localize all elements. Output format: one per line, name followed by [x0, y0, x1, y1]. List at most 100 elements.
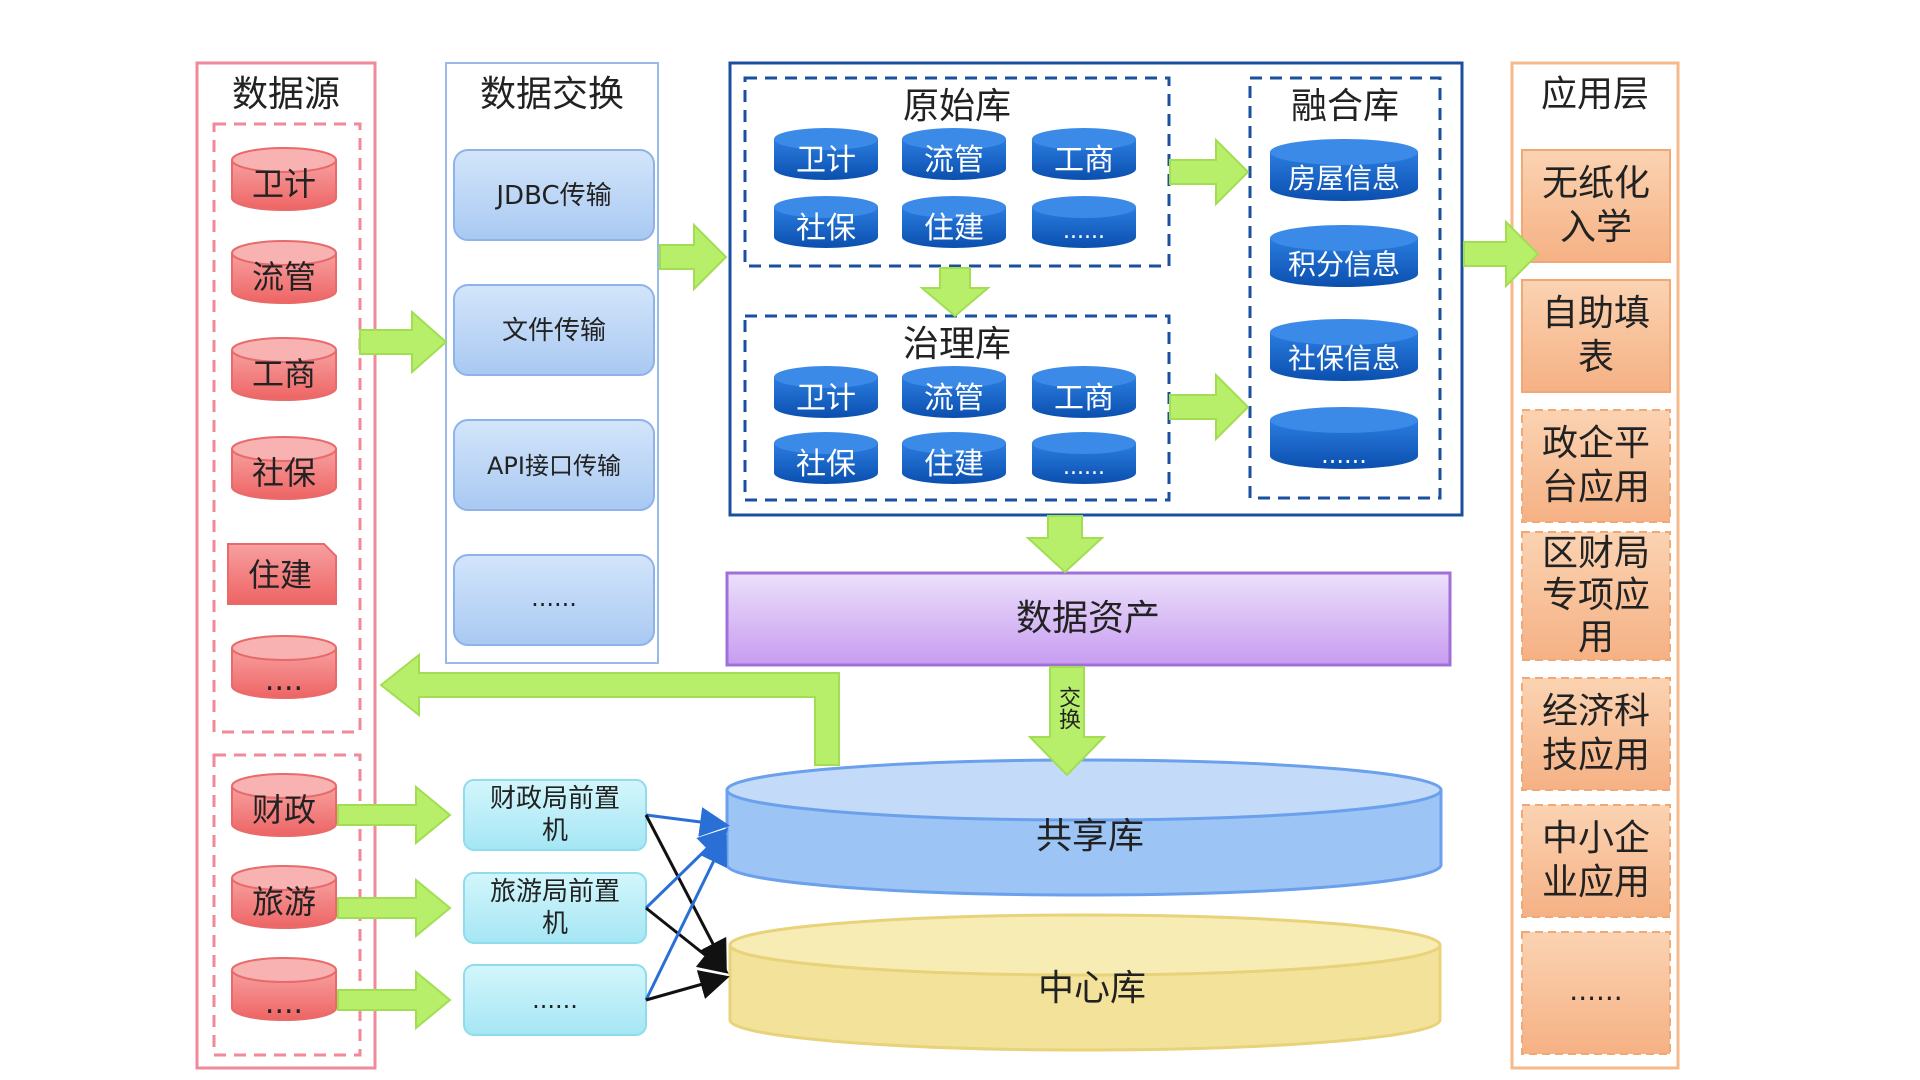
exchange-box [453, 149, 655, 241]
exchange-box [453, 284, 655, 376]
application-label: 区财局专项应用 [1541, 533, 1650, 658]
front-machine-label: 旅游局前置机 [489, 877, 620, 939]
source-cylinder: 旅游 [231, 865, 337, 929]
governance-db-cylinders: 卫计 流管 工商 社保 住建 ...... [774, 366, 1136, 484]
db-label: 房屋信息 [1288, 162, 1400, 195]
exchange-text: 交换 [1055, 686, 1080, 730]
application-label: 无纸化入学 [1541, 163, 1650, 248]
exchange-box [453, 554, 655, 646]
db-label: ...... [1321, 441, 1367, 469]
source-cylinder: 流管 [231, 240, 337, 304]
arrow-right [337, 877, 452, 939]
db-cylinder: 社保 [774, 196, 878, 248]
db-label: ...... [1063, 219, 1105, 244]
shared-db-cylinder: 共享库 [725, 758, 1443, 897]
data-exchange-title: 数据交换 [480, 74, 624, 115]
db-cylinder: 住建 [902, 196, 1006, 248]
shared-db-label: 共享库 [1036, 816, 1144, 857]
db-cylinder: 房屋信息 [1270, 139, 1418, 201]
db-label: 住建 [924, 211, 984, 246]
db-cylinder: 社保信息 [1270, 319, 1418, 381]
source-label: 卫计 [252, 165, 316, 203]
front-machine-label: 财政局前置机 [489, 784, 620, 846]
application-label: 经济科技应用 [1541, 691, 1650, 776]
application-box [1521, 149, 1671, 263]
application-box [1521, 409, 1671, 523]
db-cylinder: ...... [1270, 407, 1418, 469]
exchange-arrow-label: 交换 [1055, 686, 1080, 730]
central-db-label: 中心库 [1038, 968, 1146, 1009]
application-box [1521, 531, 1671, 661]
application-box [1521, 677, 1671, 791]
original-db-cylinders: 卫计 流管 工商 社保 住建 ...... [774, 128, 1136, 248]
arrow-right [1169, 372, 1250, 442]
db-cylinder: 积分信息 [1270, 225, 1418, 287]
source-label: 工商 [252, 355, 316, 393]
arrow-right [337, 784, 452, 846]
db-label: 流管 [924, 143, 984, 178]
governance-db-title: 治理库 [903, 324, 1011, 365]
source-label: 社保 [252, 454, 316, 492]
application-label: 中小企业应用 [1541, 818, 1650, 903]
db-label: 住建 [924, 447, 984, 482]
data-assets-bar: 数据资产 [725, 571, 1452, 667]
arrow-left [379, 652, 840, 766]
db-cylinder: 工商 [1032, 366, 1136, 418]
source-label: 住建 [248, 556, 312, 594]
original-db-title: 原始库 [903, 86, 1011, 127]
source-label: .... [265, 986, 303, 1021]
arrow-right [1463, 219, 1540, 289]
arrow-right [659, 222, 728, 292]
application-box [1521, 279, 1671, 393]
front-machine-label: ...... [532, 986, 578, 1014]
db-label: 卫计 [796, 143, 856, 178]
data-source-column: 数据源 卫计 流管 工商 社保 住建 .. [195, 61, 377, 1070]
db-cylinder: ...... [1032, 432, 1136, 484]
source-label: .... [265, 663, 303, 698]
db-label: 社保 [796, 447, 856, 482]
source-cylinder: 社保 [231, 436, 337, 500]
db-label: 工商 [1054, 381, 1114, 416]
connector-lines [644, 807, 730, 1002]
application-column: 应用层 无纸化入学 自助填表 政企平台应用 区财局专项应用 经济科技应用 中小企… [1510, 61, 1680, 1070]
db-label: ...... [1063, 455, 1105, 480]
source-cylinder: 卫计 [231, 147, 337, 211]
db-cylinder: 卫计 [774, 366, 878, 418]
db-cylinder: 社保 [774, 432, 878, 484]
db-cylinder: 卫计 [774, 128, 878, 180]
source-label: 流管 [252, 258, 316, 296]
arrow-right [1169, 137, 1250, 207]
application-box [1521, 804, 1671, 918]
db-cylinder: 流管 [902, 128, 1006, 180]
data-exchange-column: 数据交换 JDBC传输 文件传输 API接口传输 ...... [445, 62, 659, 664]
fusion-db-cylinders: 房屋信息 积分信息 社保信息 ...... [1270, 139, 1418, 469]
db-label: 社保 [796, 211, 856, 246]
arrow-down [1027, 666, 1107, 777]
arrow-down [1025, 515, 1105, 574]
source-cylinder: 财政 [231, 773, 337, 837]
source-box: 住建 [227, 543, 337, 605]
db-label: 流管 [924, 381, 984, 416]
db-label: 社保信息 [1288, 342, 1400, 375]
central-db-cylinder: 中心库 [728, 913, 1442, 1052]
source-cylinder: .... [231, 635, 337, 699]
arrow-right [359, 309, 448, 375]
source-label: 财政 [252, 791, 316, 829]
fusion-db-title: 融合库 [1291, 86, 1399, 127]
db-cylinder: ...... [1032, 196, 1136, 248]
db-label: 积分信息 [1288, 248, 1400, 281]
db-label: 卫计 [796, 381, 856, 416]
exchange-label: ...... [531, 584, 577, 612]
front-machines: 财政局前置机 旅游局前置机 ...... [463, 779, 647, 1036]
source-cylinder: .... [231, 957, 337, 1021]
exchange-box [453, 419, 655, 511]
application-label: ...... [1569, 974, 1622, 1007]
application-label: 政企平台应用 [1541, 423, 1650, 508]
application-label: 自助填表 [1541, 293, 1650, 378]
exchange-label: API接口传输 [487, 452, 621, 480]
db-cylinder: 工商 [1032, 128, 1136, 180]
source-cylinder: 工商 [231, 337, 337, 401]
db-cylinder: 住建 [902, 432, 1006, 484]
source-label: 旅游 [252, 883, 316, 921]
exchange-label: 文件传输 [502, 316, 606, 346]
